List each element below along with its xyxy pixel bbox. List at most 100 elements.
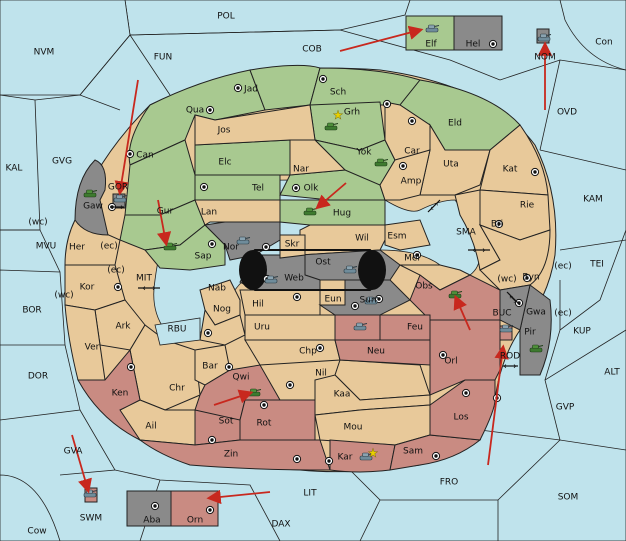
province-label-Wil: Wil — [355, 234, 369, 244]
province-label-Rie: Rie — [520, 201, 535, 211]
prov-Qua[interactable] — [128, 69, 266, 166]
supply-center-icon — [318, 74, 328, 84]
province-label-Chp: Chp — [299, 347, 317, 357]
province-label-Gur: Gur — [157, 207, 174, 217]
province-label-Nil: Nil — [315, 369, 327, 379]
prov-Los[interactable] — [429, 379, 496, 441]
sea-label-POL: POL — [217, 12, 235, 22]
supply-centers — [107, 39, 540, 515]
supply-center-icon — [488, 39, 498, 49]
province-label-Grh: Grh — [344, 108, 360, 118]
province-label-Jad: Jad — [243, 85, 258, 95]
order-arrow — [315, 182, 347, 210]
province-label-Amp: Amp — [401, 177, 422, 187]
province-label-Hel: Hel — [466, 40, 481, 50]
province-label-Sot: Sot — [219, 417, 234, 427]
supply-center-icon — [207, 239, 217, 249]
sea-label-FRO: FRO — [440, 478, 459, 488]
supply-center-icon — [207, 435, 217, 445]
province-label-Nab: Nab — [208, 284, 226, 294]
province-label-Hug: Hug — [333, 209, 351, 219]
prov-Gwa[interactable] — [499, 284, 531, 331]
coast-tag: (ec) — [554, 309, 572, 319]
central-island-outline — [239, 249, 386, 291]
supply-center-icon — [461, 388, 471, 398]
sea-label-RBU: RBU — [167, 325, 186, 335]
prov-Amp[interactable] — [379, 149, 431, 201]
province-label-Jos: Jos — [217, 126, 231, 136]
supply-center-icon — [382, 99, 392, 109]
prov-Ver[interactable] — [64, 304, 106, 381]
prov-Sap[interactable] — [144, 224, 226, 271]
province-label-Sam: Sam — [403, 447, 423, 457]
sea-label-FUN: FUN — [154, 53, 173, 63]
sea-RBU-inlet[interactable] — [154, 317, 201, 346]
sea-label-TEI: TEI — [589, 260, 604, 270]
order-arrow — [206, 489, 271, 505]
province-label-Chr: Chr — [169, 384, 185, 394]
province-label-Rot: Rot — [257, 419, 272, 429]
order-arrow — [453, 294, 471, 331]
supply-center-icon — [494, 219, 504, 229]
province-label-Sch: Sch — [330, 88, 346, 98]
prov-Byn[interactable] — [478, 224, 551, 291]
sea-label-Cow: Cow — [27, 527, 46, 537]
province-label-Gwa: Gwa — [526, 308, 546, 318]
prov-Rot[interactable] — [239, 399, 316, 441]
prov-Nar[interactable] — [289, 139, 347, 176]
sea-label-ROD: ROD — [500, 352, 520, 362]
prov-Aba[interactable] — [126, 490, 172, 527]
order-arrow — [213, 389, 254, 406]
sea-KAL[interactable] — [0, 94, 41, 231]
prov-Neu[interactable] — [334, 339, 431, 366]
sea-label-ALT: ALT — [604, 368, 620, 378]
province-label-Nog: Nog — [213, 305, 231, 315]
sea-label-OVD: OVD — [557, 108, 577, 118]
prov-Chp[interactable] — [244, 339, 341, 366]
prov-Esm[interactable] — [384, 219, 431, 251]
province-label-Kar: Kar — [338, 453, 353, 463]
province-label-Neu: Neu — [367, 347, 385, 357]
province-label-Esm: Esm — [387, 232, 406, 242]
sea-label-COB: COB — [302, 45, 322, 55]
supply-center-icon — [292, 292, 302, 302]
supply-center-icon — [224, 362, 234, 372]
supply-center-icon — [125, 149, 135, 159]
province-label-Eun: Eun — [324, 295, 341, 305]
supply-center-icon — [398, 161, 408, 171]
prov-Gaw[interactable] — [74, 159, 109, 236]
province-label-Qwi: Qwi — [233, 373, 250, 383]
province-label-Yok: Yok — [355, 148, 372, 158]
supply-center-icon — [205, 105, 215, 115]
sea-label-KUP: KUP — [573, 327, 591, 337]
supply-center-icon — [522, 273, 532, 283]
province-label-Her: Her — [69, 243, 85, 253]
sea-label-GVA: GVA — [64, 447, 84, 457]
prov-Elc[interactable] — [194, 139, 291, 176]
svg-text:⟷: ⟷ — [504, 362, 517, 372]
province-label-Bri: Bri — [491, 220, 503, 230]
supply-center-icon — [431, 451, 441, 461]
province-label-Eld: Eld — [448, 119, 462, 129]
svg-text:⟷: ⟷ — [473, 246, 486, 256]
prov-Ken[interactable] — [77, 348, 142, 442]
supply-center-icon — [292, 454, 302, 464]
province-label-Orl: Orl — [444, 357, 457, 367]
coast-tag: (ec) — [100, 242, 118, 252]
supply-center-icon — [530, 167, 540, 177]
sea-label-GOR: GOR — [108, 183, 128, 193]
order-arrow — [156, 199, 172, 247]
order-arrow — [339, 25, 424, 52]
province-label-Ark: Ark — [115, 322, 131, 332]
prov-Pir[interactable] — [519, 284, 552, 376]
province-label-Nor: Nor — [223, 243, 239, 253]
sea-label-DAX: DAX — [271, 520, 290, 530]
coast-tag: (ec) — [554, 262, 572, 272]
sea-label-NOM: NOM — [534, 53, 556, 63]
order-arrow — [71, 434, 92, 494]
prov-Sun[interactable] — [318, 279, 411, 316]
province-label-Byn: Byn — [522, 273, 539, 283]
province-label-Kaa: Kaa — [334, 390, 351, 400]
order-arrow — [114, 79, 139, 196]
